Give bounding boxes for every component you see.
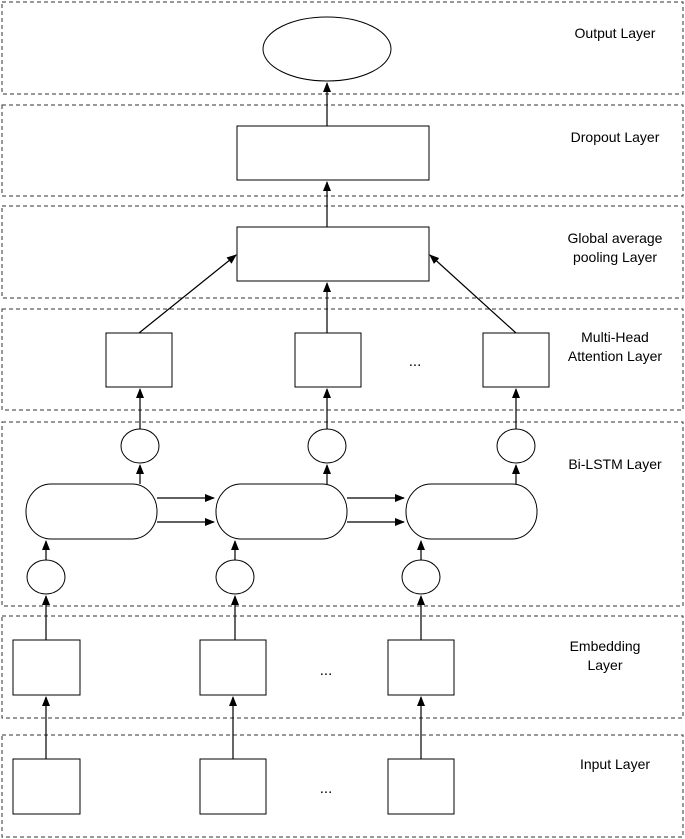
input-box-1 [12,758,81,815]
input-box-2 [199,758,267,815]
hidden-state-node-top-3 [496,428,536,464]
lstm-cell-3 [405,483,538,540]
hidden-state-node-top-1 [120,428,160,464]
output-layer-band [1,1,684,95]
lstm-cell-1 [25,483,158,540]
lstm-input-node-3 [401,559,441,595]
lstm-cell-2 [215,483,348,540]
embedding-ellipsis: ... [320,662,333,679]
embedding-box-1 [12,639,81,696]
lstm-input-node-1 [26,559,66,595]
output-layer-label: Output Layer [575,25,656,41]
input-ellipsis: ... [320,780,333,797]
dropout-layer-label: Dropout Layer [571,129,660,145]
bilstm-layer-band [1,421,684,607]
embedding-box-2 [199,639,267,696]
pooling-box [236,226,430,282]
embedding-layer-label-line1: Embedding [570,638,641,654]
attention-head-box-1 [105,332,173,388]
attention-head-box-3 [482,332,550,388]
input-box-3 [387,758,455,815]
input-layer-band [1,734,684,838]
attention-head-box-2 [294,332,362,388]
embedding-layer-label-line2: Layer [587,657,622,673]
pooling-layer-label-line2: pooling Layer [573,249,657,265]
input-layer-label: Input Layer [580,756,650,772]
attention-ellipsis: ... [409,353,422,370]
attention-layer-band [1,308,684,411]
arrow-attention-to-pooling-3 [429,254,517,334]
hidden-state-node-top-2 [307,428,347,464]
arrow-attention-to-pooling-1 [138,254,237,334]
output-node [262,16,392,82]
lstm-input-node-2 [215,559,255,595]
attention-layer-label-line2: Attention Layer [568,348,663,364]
dropout-layer-band [1,104,684,197]
dropout-box [236,125,430,181]
pooling-layer-label-line1: Global average [568,230,663,246]
embedding-layer-band [1,615,684,719]
embedding-box-3 [387,639,455,696]
bilstm-layer-label: Bi-LSTM Layer [568,456,662,472]
pooling-layer-band [1,205,684,299]
attention-layer-label-line1: Multi-Head [581,329,649,345]
